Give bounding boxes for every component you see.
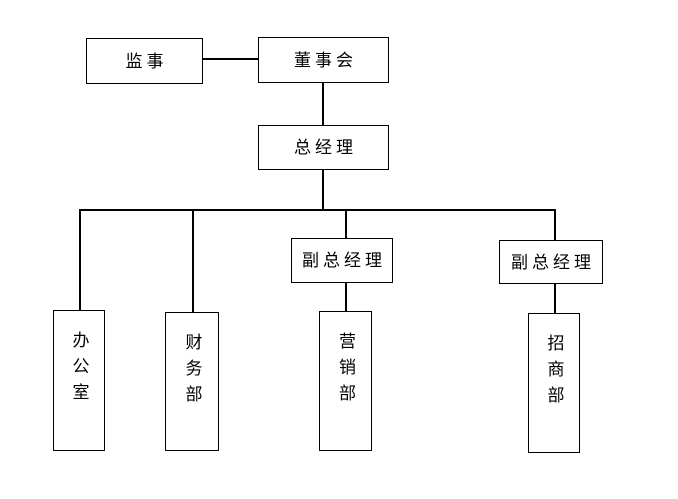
connector-drop-office (79, 209, 81, 310)
connector-board-general-manager (322, 83, 324, 125)
node-general-manager: 总经理 (258, 125, 389, 170)
node-board-label: 董事会 (294, 50, 357, 70)
connector-drop-deputy-gm-1 (345, 209, 347, 238)
connector-general-manager-trunk (322, 170, 324, 210)
node-investment-dept: 招商部 (528, 313, 580, 453)
node-deputy-general-manager-1: 副总经理 (291, 238, 393, 283)
connector-deputy-gm-1-marketing (345, 283, 347, 311)
node-supervisor: 监事 (86, 38, 203, 84)
node-board-of-directors: 董事会 (258, 37, 389, 83)
connector-deputy-gm-2-investment (554, 284, 556, 313)
node-deputy-general-manager-2-label: 副总经理 (511, 252, 595, 272)
node-supervisor-label: 监事 (125, 51, 168, 71)
node-marketing-dept: 营销部 (319, 311, 372, 451)
node-office: 办公室 (53, 310, 105, 451)
node-marketing-dept-label: 营销部 (336, 332, 355, 410)
node-finance-dept: 财务部 (165, 312, 219, 451)
node-finance-dept-label: 财务部 (182, 333, 202, 411)
node-deputy-general-manager-1-label: 副总经理 (302, 251, 386, 270)
node-deputy-general-manager-2: 副总经理 (499, 240, 603, 284)
connector-supervisor-board (203, 58, 258, 60)
connector-distribution-bus (79, 209, 556, 211)
node-investment-dept-label: 招商部 (544, 334, 564, 412)
node-office-label: 办公室 (69, 331, 89, 409)
connector-drop-deputy-gm-2 (554, 209, 556, 240)
connector-drop-finance-dept (192, 209, 194, 312)
node-general-manager-label: 总经理 (294, 138, 357, 157)
